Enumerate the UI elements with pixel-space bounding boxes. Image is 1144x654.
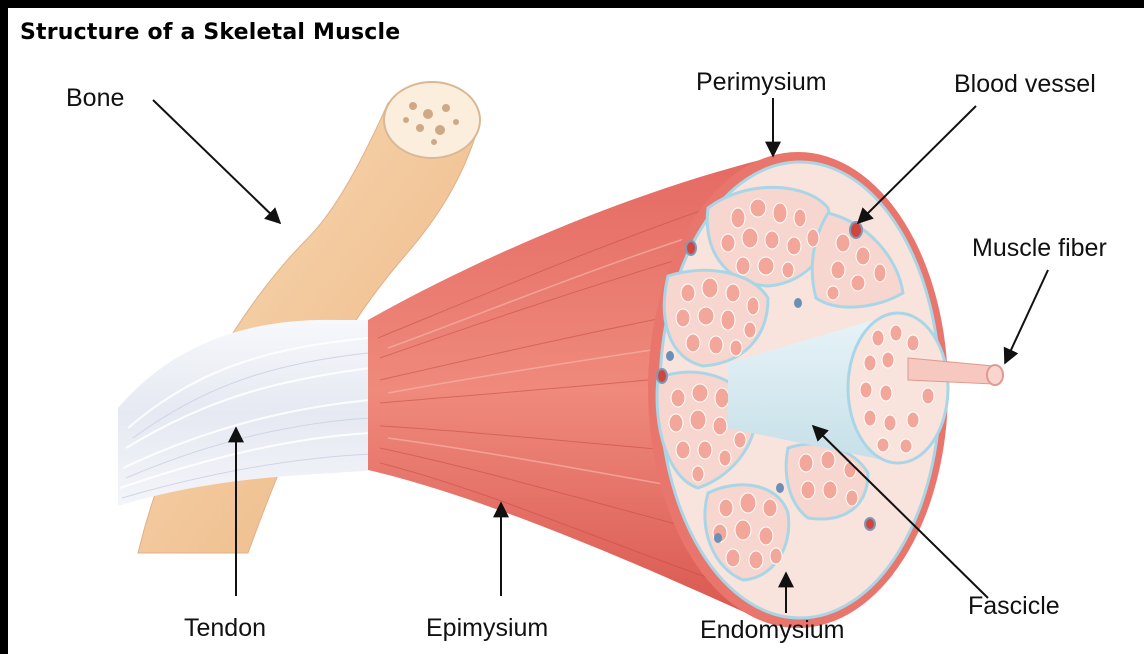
figure-panel: Structure of a Skeletal Muscle Bone Peri… <box>8 8 1144 654</box>
label-endomysium: Endomysium <box>700 616 845 645</box>
label-perimysium: Perimysium <box>696 68 827 97</box>
label-blood-vessel: Blood vessel <box>954 70 1096 99</box>
label-tendon: Tendon <box>184 614 266 643</box>
label-fascicle: Fascicle <box>968 592 1060 621</box>
figure-title: Structure of a Skeletal Muscle <box>20 20 400 45</box>
label-epimysium: Epimysium <box>426 614 548 643</box>
tendon-shape <box>118 320 378 506</box>
muscle-illustration <box>8 8 1144 654</box>
label-bone: Bone <box>66 84 124 113</box>
label-muscle-fiber: Muscle fiber <box>972 234 1107 263</box>
